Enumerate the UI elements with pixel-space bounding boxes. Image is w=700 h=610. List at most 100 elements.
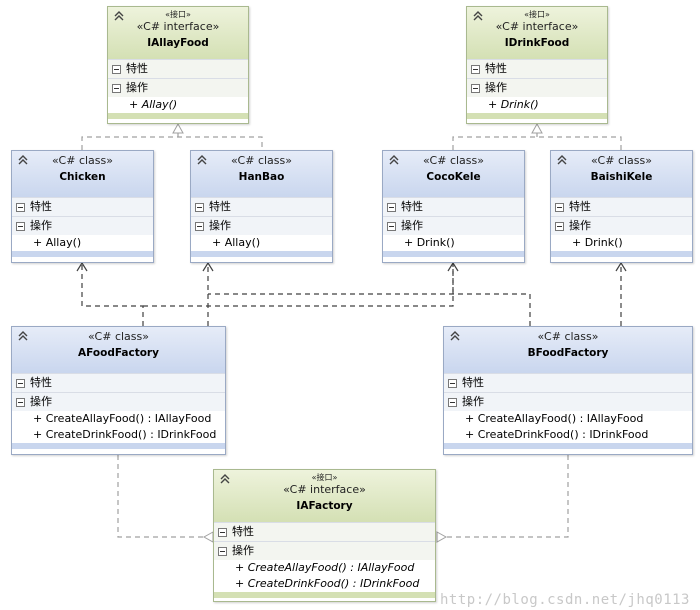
collapse-minus-icon[interactable] [387,202,396,212]
operations-section[interactable]: 操作 [191,216,332,235]
collapse-minus-icon[interactable] [471,64,480,74]
collapse-chevron-icon[interactable] [17,154,29,166]
attributes-section[interactable]: 特性 [12,197,153,216]
attributes-section[interactable]: 特性 [214,522,435,541]
attributes-section[interactable]: 特性 [12,373,225,392]
collapse-minus-icon[interactable] [555,221,564,231]
collapse-chevron-icon[interactable] [388,154,400,166]
method-item[interactable]: + CreateAllayFood() : IAllayFood [12,411,225,427]
attributes-section[interactable]: 特性 [467,59,607,78]
attributes-label: 特性 [232,525,254,538]
operations-section[interactable]: 操作 [444,392,692,411]
interface-cn-stereotype: «接口» [165,10,191,19]
method-item[interactable]: + Allay() [12,235,153,251]
operations-section[interactable]: 操作 [467,78,607,97]
method-item[interactable]: + CreateDrinkFood() : IDrinkFood [444,427,692,443]
operations-section[interactable]: 操作 [214,541,435,560]
watermark: http://blog.csdn.net/jhq0113 [439,592,690,608]
dependency-line [208,293,531,326]
collapse-minus-icon[interactable] [112,83,121,93]
baishikele-header: «C# class» BaishiKele [551,151,692,197]
collapse-chevron-icon[interactable] [113,10,125,22]
method-item[interactable]: + Drink() [383,235,524,251]
method-item[interactable]: + Allay() [191,235,332,251]
collapse-minus-icon[interactable] [448,397,457,407]
afoodfactory-header: «C# class» AFoodFactory [12,327,225,373]
operations-section[interactable]: 操作 [108,78,248,97]
stereotype-label: «C# interface» [495,20,579,33]
stereotype-label: «C# class» [52,154,113,167]
collapse-minus-icon[interactable] [16,202,25,212]
method-item[interactable]: + Allay() [108,97,248,113]
collapse-chevron-icon[interactable] [219,473,231,485]
collapse-minus-icon[interactable] [195,221,204,231]
realization-line [452,136,622,150]
operations-section[interactable]: 操作 [12,216,153,235]
attributes-label: 特性 [126,62,148,75]
afoodfactory-class[interactable]: «C# class» AFoodFactory 特性 操作 + CreateAl… [11,326,226,455]
hanbao-class[interactable]: «C# class» HanBao 特性 操作 + Allay() [190,150,333,263]
method-item[interactable]: + CreateAllayFood() : IAllayFood [214,560,435,576]
method-item[interactable]: + Drink() [551,235,692,251]
iafactory-header: «接口» «C# interface» IAFactory [214,470,435,522]
realization-line [117,455,204,538]
operations-label: 操作 [209,219,231,232]
collapse-chevron-icon[interactable] [196,154,208,166]
attributes-section[interactable]: 特性 [108,59,248,78]
class-name: Chicken [59,171,106,183]
bfoodfactory-class[interactable]: «C# class» BFoodFactory 特性 操作 + CreateAl… [443,326,693,455]
method-item[interactable]: + CreateDrinkFood() : IDrinkFood [214,576,435,592]
cocokele-header: «C# class» CocoKele [383,151,524,197]
cocokele-class[interactable]: «C# class» CocoKele 特性 操作 + Drink() [382,150,525,263]
idrinkfood-header: «接口» «C# interface» IDrinkFood [467,7,607,59]
attributes-section[interactable]: 特性 [444,373,692,392]
collapse-chevron-icon[interactable] [449,330,461,342]
collapse-chevron-icon[interactable] [472,10,484,22]
collapse-minus-icon[interactable] [448,378,457,388]
method-item[interactable]: + CreateDrinkFood() : IDrinkFood [12,427,225,443]
idrinkfood-interface[interactable]: «接口» «C# interface» IDrinkFood 特性 操作 + D… [466,6,608,124]
chicken-class[interactable]: «C# class» Chicken 特性 操作 + Allay() [11,150,154,263]
node-footer [383,251,524,257]
node-footer [551,251,692,257]
operations-section[interactable]: 操作 [383,216,524,235]
collapse-minus-icon[interactable] [16,378,25,388]
attributes-section[interactable]: 特性 [191,197,332,216]
collapse-minus-icon[interactable] [555,202,564,212]
operations-label: 操作 [30,219,52,232]
baishikele-class[interactable]: «C# class» BaishiKele 特性 操作 + Drink() [550,150,693,263]
operations-section[interactable]: 操作 [551,216,692,235]
collapse-minus-icon[interactable] [471,83,480,93]
class-name: IDrinkFood [504,37,570,49]
operations-section[interactable]: 操作 [12,392,225,411]
iallayfood-header: «接口» «C# interface» IAllayFood [108,7,248,59]
operations-label: 操作 [462,395,484,408]
bfoodfactory-header: «C# class» BFoodFactory [444,327,692,373]
collapse-minus-icon[interactable] [195,202,204,212]
attributes-label: 特性 [569,200,591,213]
collapse-minus-icon[interactable] [16,221,25,231]
iafactory-interface[interactable]: «接口» «C# interface» IAFactory 特性 操作 + Cr… [213,469,436,602]
realization-arrowhead [531,122,543,134]
iallayfood-interface[interactable]: «接口» «C# interface» IAllayFood 特性 操作 + A… [107,6,249,124]
interface-cn-stereotype: «接口» [311,473,338,482]
collapse-chevron-icon[interactable] [556,154,568,166]
operations-label: 操作 [485,81,507,94]
collapse-chevron-icon[interactable] [17,330,29,342]
stereotype-label: «C# interface» [283,483,366,496]
attributes-section[interactable]: 特性 [383,197,524,216]
class-name: AFoodFactory [78,347,159,359]
method-item[interactable]: + CreateAllayFood() : IAllayFood [444,411,692,427]
dependency-arrowhead [202,261,214,272]
collapse-minus-icon[interactable] [16,397,25,407]
class-name: BFoodFactory [527,347,609,359]
dependency-line [81,263,144,326]
collapse-minus-icon[interactable] [218,546,227,556]
method-item[interactable]: + Drink() [467,97,607,113]
node-footer [108,113,248,119]
collapse-minus-icon[interactable] [387,221,396,231]
collapse-minus-icon[interactable] [112,64,121,74]
attributes-section[interactable]: 特性 [551,197,692,216]
collapse-minus-icon[interactable] [218,527,227,537]
